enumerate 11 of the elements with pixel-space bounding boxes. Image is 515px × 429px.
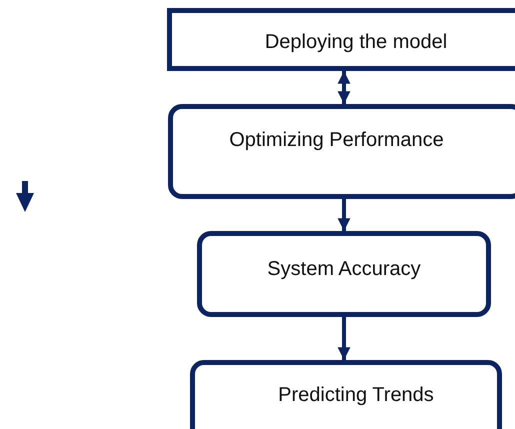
step-label: Predicting Trends: [277, 384, 435, 407]
arrow: [338, 317, 350, 360]
process-box: [197, 231, 491, 317]
process-box: [190, 360, 502, 429]
arrow: [338, 199, 350, 231]
arrow: [338, 71, 350, 104]
step-label: Optimizing Performance: [228, 129, 445, 152]
step-box: [167, 8, 515, 71]
process-box: [168, 104, 515, 199]
step-label: Deploying the model: [264, 31, 448, 54]
step-label: System Accuracy: [266, 258, 422, 281]
